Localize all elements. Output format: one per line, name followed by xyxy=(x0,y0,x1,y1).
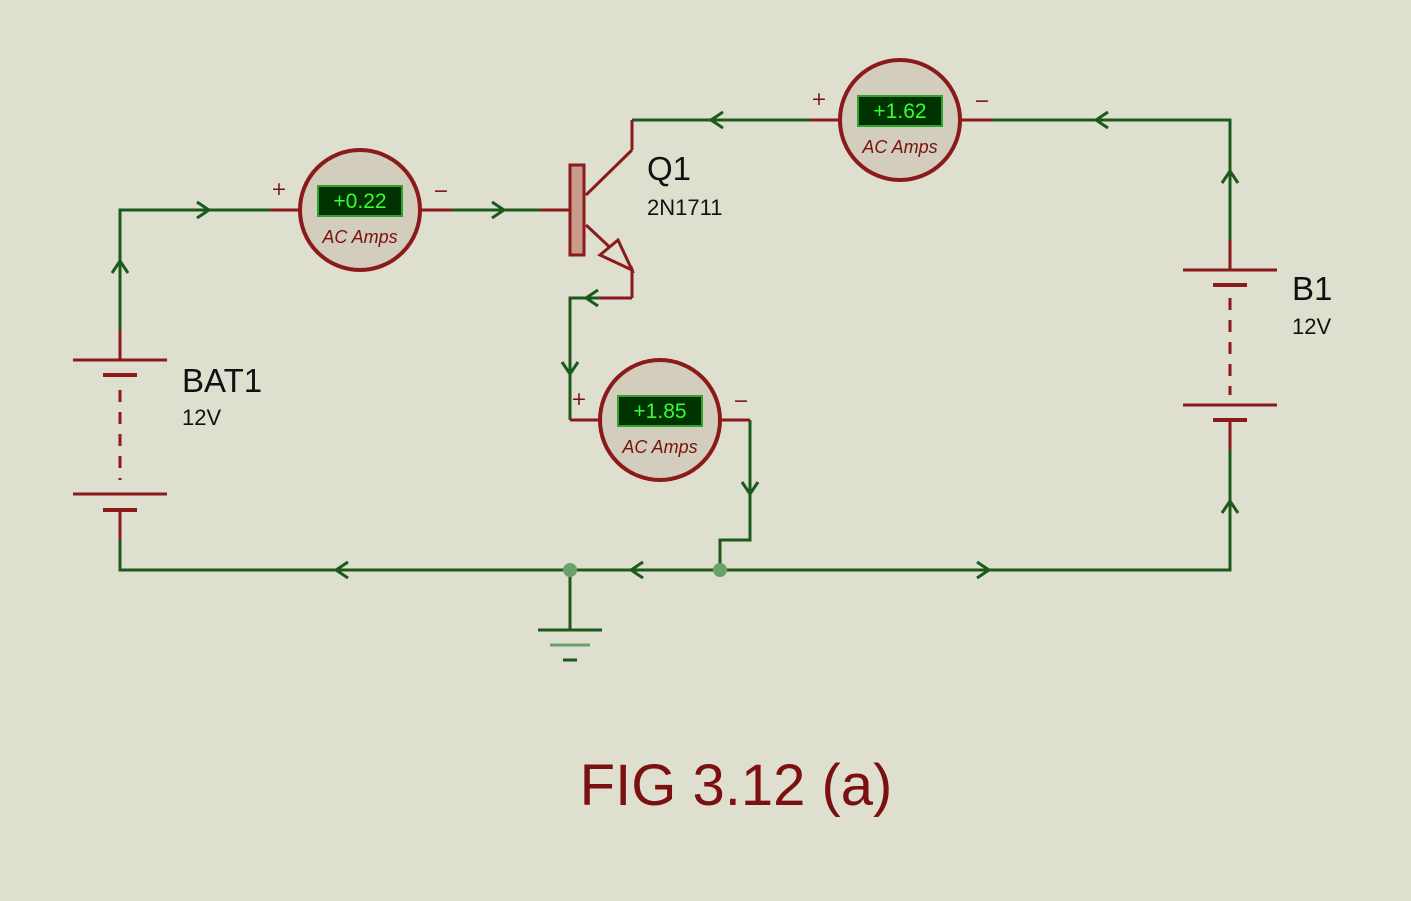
ammeter-base: +0.22 AC Amps + − xyxy=(270,148,452,272)
wire-bat1-top-to-base-meter xyxy=(118,208,270,330)
current-arrows xyxy=(110,110,1240,580)
wire-b1-to-collector-meter xyxy=(992,118,1232,240)
junction-dot-ground xyxy=(563,563,577,577)
ammeter-collector-minus: − xyxy=(974,90,990,112)
bat1-value-label: 12V xyxy=(182,405,221,430)
transistor-q1 xyxy=(540,120,636,300)
b1-value-label: 12V xyxy=(1292,314,1331,339)
ammeter-emitter: +1.85 AC Amps + − xyxy=(570,358,750,482)
q1-ref-label: Q1 xyxy=(647,150,691,187)
ammeter-collector: +1.62 AC Amps + − xyxy=(810,58,992,182)
q1-part-label: 2N1711 xyxy=(647,195,722,220)
ground-symbol xyxy=(538,628,602,662)
ammeter-emitter-minus: − xyxy=(733,390,749,412)
figure-caption: FIG 3.12 (a) xyxy=(580,753,893,818)
ammeter-emitter-reading: +1.85 xyxy=(633,400,686,423)
ammeter-collector-unit: AC Amps xyxy=(861,137,937,157)
battery-b1 xyxy=(1183,240,1277,450)
ammeter-base-plus: + xyxy=(271,178,287,200)
ammeter-emitter-unit: AC Amps xyxy=(621,437,697,457)
b1-ref-label: B1 xyxy=(1292,270,1332,307)
battery-bat1 xyxy=(73,330,167,540)
ammeter-collector-plus: + xyxy=(811,88,827,110)
ammeter-collector-reading: +1.62 xyxy=(873,100,926,123)
ammeter-base-reading: +0.22 xyxy=(333,190,386,213)
bat1-ref-label: BAT1 xyxy=(182,362,262,399)
ammeter-emitter-plus: + xyxy=(571,388,587,410)
junction-dot-emitter xyxy=(713,563,727,577)
ammeter-base-unit: AC Amps xyxy=(321,227,397,247)
wire-emitter-meter-to-ground-rail xyxy=(718,420,752,570)
ammeter-base-minus: − xyxy=(433,180,449,202)
